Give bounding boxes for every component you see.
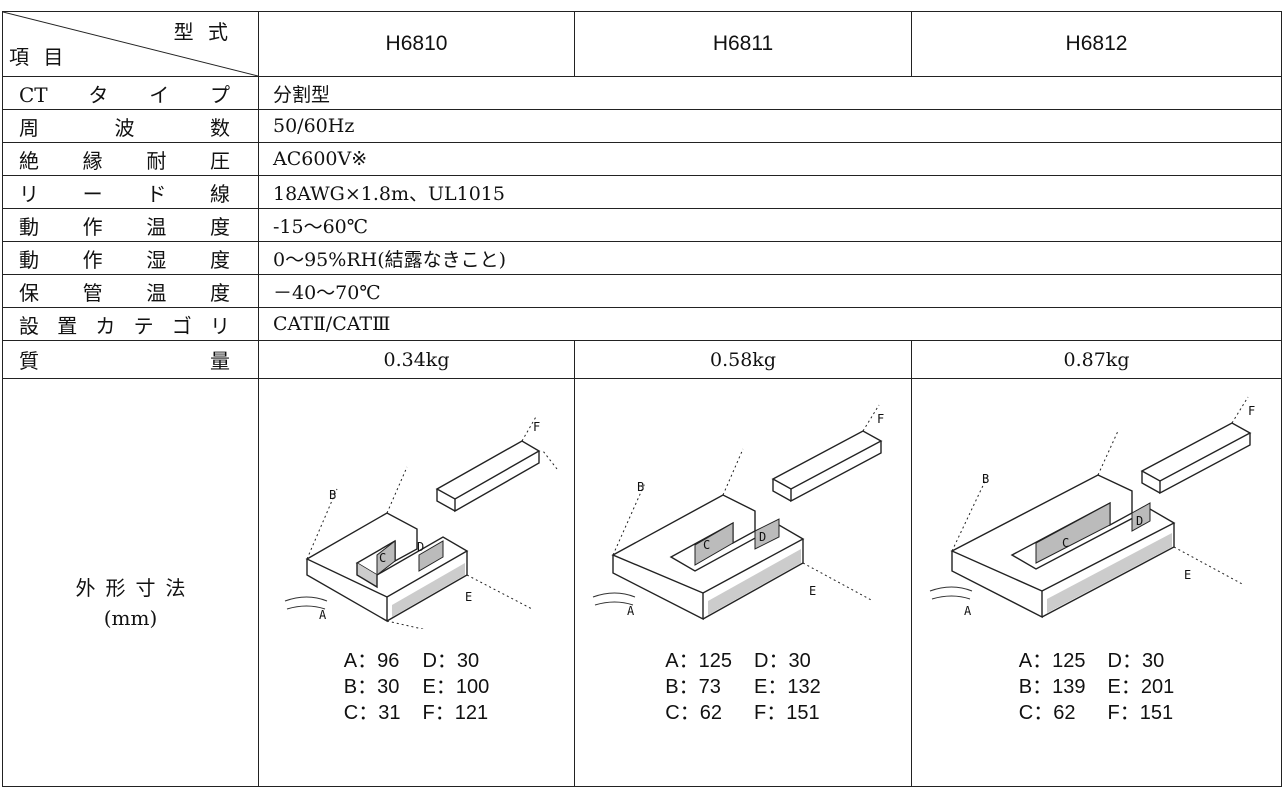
dim-a: A：125 [665, 650, 732, 672]
dim-e: E：100 [422, 676, 490, 698]
dimension-values: A：125 D：30 B：139 E：201 C：62 F：151 [1019, 648, 1174, 726]
dimensions-label-text: 外形寸法 [75, 575, 196, 600]
row-label: 絶縁耐圧 [2, 142, 259, 176]
row-label: 周波数 [2, 109, 259, 143]
mass-h6810: 0.34kg [258, 340, 575, 379]
row-dielectric: 絶縁耐圧 AC600V※ [2, 142, 1282, 176]
dim-e: E：132 [754, 676, 821, 698]
dim-f: F：151 [754, 702, 820, 724]
label-d: D [417, 540, 424, 554]
row-install-category: 設置カテゴリ CATⅡ/CATⅢ [2, 307, 1282, 341]
ct-outline-figure: B C D E F A [912, 379, 1281, 634]
spec-table: 型 式 項 目 H6810 H6811 H6812 CTタイプ 分割型 周波数 … [2, 11, 1282, 787]
row-value: -15～60℃ [258, 208, 1282, 242]
row-label: 動作湿度 [2, 241, 259, 275]
label-e: E [809, 584, 816, 598]
row-ct-type: CTタイプ 分割型 [2, 76, 1282, 110]
dim-d: D：30 [1107, 650, 1165, 672]
label-e: E [1184, 568, 1191, 582]
dim-c: C：31 [343, 702, 401, 724]
row-value: 50/60Hz [258, 109, 1282, 143]
row-value: CATⅡ/CATⅢ [258, 307, 1282, 341]
label-c: C [379, 551, 386, 565]
label-a: A [627, 604, 635, 618]
label-b: B [329, 488, 336, 502]
mass-h6812: 0.87kg [911, 340, 1282, 379]
label-b: B [982, 472, 989, 486]
dim-e: E：201 [1107, 676, 1175, 698]
label-d: D [1136, 514, 1143, 528]
model-h6811: H6811 [574, 11, 912, 77]
dim-b: B：73 [665, 676, 721, 698]
ct-outline-figure: B C D E F A [575, 379, 911, 634]
dim-d: D：30 [422, 650, 480, 672]
label-c: C [1062, 536, 1069, 550]
diagonal-line [3, 12, 258, 76]
row-label: CTタイプ [2, 76, 259, 110]
corner-item-label: 項 目 [9, 45, 68, 69]
label-c: C [703, 538, 710, 552]
dimension-cell-h6810: B C D E F A A：96 D：30 B：30 E：100 C：31 F：… [258, 378, 575, 787]
dim-c: C：62 [665, 702, 722, 724]
label-f: F [533, 420, 540, 434]
row-label: 動作温度 [2, 208, 259, 242]
dimensions-label: 外形寸法 (mm) [2, 378, 259, 787]
label-a: A [319, 608, 327, 622]
row-dimensions: 外形寸法 (mm) [2, 378, 1282, 787]
row-operating-temp: 動作温度 -15～60℃ [2, 208, 1282, 242]
header-row: 型 式 項 目 H6810 H6811 H6812 [2, 11, 1282, 77]
dimensions-unit: (mm) [103, 605, 158, 630]
dim-f: F：151 [1107, 702, 1174, 724]
dim-b: B：139 [1018, 676, 1086, 698]
dim-d: D：30 [754, 650, 811, 672]
dim-a: A：96 [343, 650, 400, 672]
row-value: －40～70℃ [258, 274, 1282, 308]
corner-model-label: 型 式 [173, 20, 232, 44]
dimension-values: A：125 D：30 B：73 E：132 C：62 F：151 [665, 648, 820, 726]
row-value: AC600V※ [258, 142, 1282, 176]
row-mass: 質量 0.34kg 0.58kg 0.87kg [2, 340, 1282, 379]
label-f: F [877, 412, 884, 426]
label-e: E [465, 590, 472, 604]
label-f: F [1248, 404, 1255, 418]
row-label: リード線 [2, 175, 259, 209]
ct-outline-figure: B C D E F A [259, 379, 574, 634]
row-storage-temp: 保管温度 －40～70℃ [2, 274, 1282, 308]
row-label: 保管温度 [2, 274, 259, 308]
model-h6810: H6810 [258, 11, 575, 77]
ct-outline-drawing: B C D E F A [284, 414, 557, 629]
row-label: 質量 [2, 340, 259, 379]
row-value: 分割型 [258, 76, 1282, 110]
dim-a: A：125 [1018, 650, 1086, 672]
row-operating-humidity: 動作湿度 0～95%RH(結露なきこと) [2, 241, 1282, 275]
label-a: A [964, 604, 972, 618]
dim-c: C：62 [1018, 702, 1076, 724]
row-lead-wire: リード線 18AWG×1.8m、UL1015 [2, 175, 1282, 209]
label-b: B [637, 480, 644, 494]
row-value: 18AWG×1.8m、UL1015 [258, 175, 1282, 209]
dim-b: B：30 [343, 676, 400, 698]
row-value: 0～95%RH(結露なきこと) [258, 241, 1282, 275]
row-label: 設置カテゴリ [2, 307, 259, 341]
ct-outline-drawing: B C D E F A [929, 396, 1255, 619]
dimension-cell-h6812: B C D E F A A：125 D：30 B：139 E：201 C：62 … [911, 378, 1282, 787]
corner-cell: 型 式 項 目 [2, 11, 259, 77]
ct-outline-drawing: B C D E F A [592, 404, 884, 621]
model-h6812: H6812 [911, 11, 1282, 77]
dimension-values: A：96 D：30 B：30 E：100 C：31 F：121 [344, 648, 489, 726]
dimension-cell-h6811: B C D E F A A：125 D：30 B：73 E：132 C：62 F… [574, 378, 912, 787]
mass-h6811: 0.58kg [574, 340, 912, 379]
dim-f: F：121 [422, 702, 489, 724]
row-frequency: 周波数 50/60Hz [2, 109, 1282, 143]
label-d: D [759, 530, 766, 544]
